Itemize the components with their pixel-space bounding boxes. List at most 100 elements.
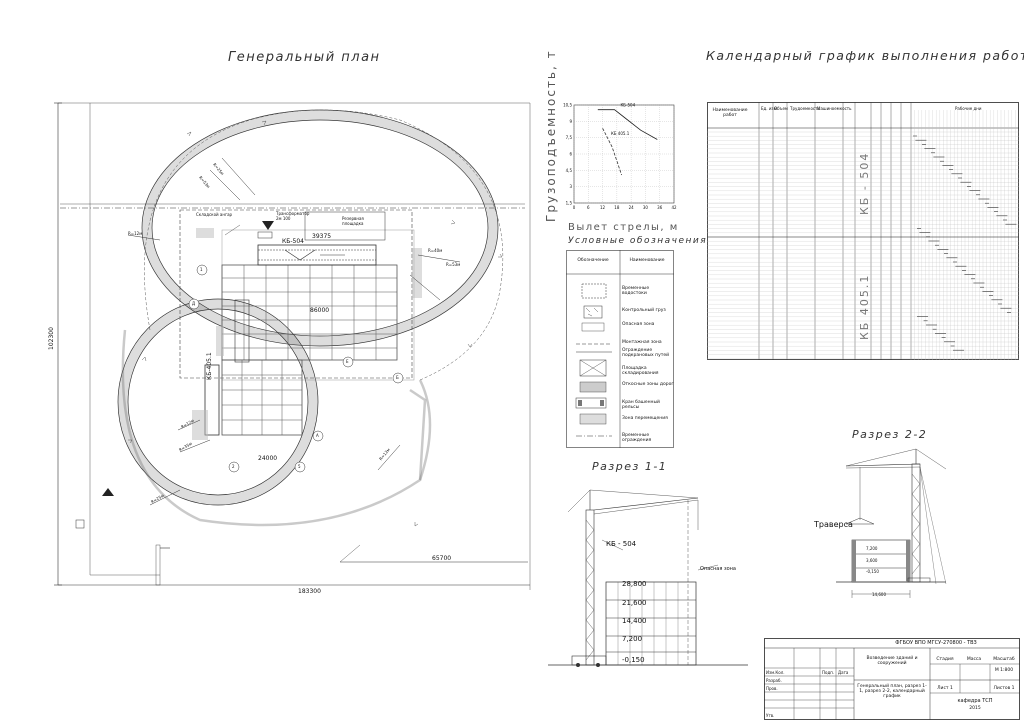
legend-item: Ограждение подкрановых путей — [622, 348, 670, 358]
chart-x-tick: 18 — [614, 205, 620, 210]
stamp-col-label: Подп. — [822, 670, 835, 675]
axis-label: 2 — [232, 464, 235, 469]
chart-y-tick: 4,5 — [566, 168, 573, 173]
legend-item: Опасная зона — [622, 322, 655, 327]
legend-item: Кран башенный рельсы — [622, 400, 660, 410]
chart-y-tick: 7,5 — [566, 135, 573, 140]
axis-label: А — [316, 433, 319, 438]
schedule-title: Календарный график выполнения работ — [706, 48, 1024, 63]
s22-level: 3,600 — [866, 558, 878, 563]
radius-label: R=40м — [428, 248, 443, 253]
load-chart: 0 6 12 18 24 30 36 42 10,5 9 7,5 6 4,5 3 1,5 КБ-504 КБ 4… — [563, 103, 677, 211]
legend-item: Временные ограждения — [622, 433, 652, 443]
stamp-col: Стадия — [936, 657, 954, 662]
stamp-col: Масса — [966, 657, 982, 662]
schedule-header: Наименование работ — [712, 108, 748, 118]
chart-y-tick: 10,5 — [563, 103, 572, 108]
stamp-sheets: Листов 1 — [993, 686, 1015, 691]
section22-drawing — [836, 448, 947, 598]
chart-y-tick: 3 — [569, 184, 572, 189]
schedule-header: Ед. изм. — [761, 106, 778, 111]
dim-building: 86000 — [310, 307, 330, 314]
crane-kb504-label: КБ-504 — [282, 238, 304, 245]
s11-level: -0,150 — [622, 656, 645, 664]
chart-x-tick: 42 — [671, 205, 677, 210]
s11-level: 14,400 — [622, 617, 647, 625]
axis-label: 5 — [298, 464, 301, 469]
dim-lower: 24000 — [258, 455, 278, 462]
chart-y-tick: 6 — [569, 152, 572, 157]
s11-level: 21,600 — [622, 599, 647, 607]
chart-x-tick: 30 — [643, 205, 649, 210]
section11-drawing — [548, 489, 748, 667]
legend-header-symbol: Обозначение — [577, 258, 609, 263]
axis-label: Е — [346, 359, 349, 364]
chart-x-tick: 6 — [587, 205, 590, 210]
legend-title: Условные обозначения — [568, 236, 708, 246]
stamp-col-label: Дата — [838, 670, 849, 675]
legend-item: Временные водостоки — [622, 286, 650, 296]
title-block — [764, 638, 1020, 720]
chart-x-tick: 12 — [600, 205, 606, 210]
s22-beam-label: Траверса — [814, 520, 853, 529]
axis-label: Д — [192, 301, 196, 306]
stamp-year: 2015 — [969, 706, 981, 711]
schedule-header: Машиноемкость — [817, 106, 852, 111]
s11-note: Опасная зона — [700, 566, 736, 572]
legend-item: Откосные зоны дорог — [622, 382, 674, 387]
chart-ylabel: Грузоподъемность, т — [544, 49, 558, 222]
stamp-row: Разраб. — [766, 678, 782, 683]
legend-table — [566, 250, 674, 448]
stamp-desc: Генеральный план, разрез 1-1, разрез 2-2… — [857, 684, 927, 699]
chart-y-tick: 9 — [569, 119, 572, 124]
axis-label: 1 — [200, 267, 203, 272]
stamp-org: Возведение зданий и сооружений — [866, 656, 918, 666]
stamp-scale: М 1:800 — [994, 668, 1014, 673]
stamp-row: Пров. — [766, 686, 778, 691]
dim-vertical: 102300 — [48, 327, 55, 350]
chart-xlabel: Вылет стрелы, м — [568, 222, 679, 233]
schedule-table — [707, 102, 1019, 360]
legend-header-name: Наименование — [629, 258, 665, 263]
dim-inner: 65700 — [432, 555, 452, 562]
stamp-row: Утв. — [766, 713, 775, 718]
storage-label: Резервная площадка — [342, 216, 364, 226]
chart-x-tick: 24 — [629, 205, 635, 210]
chart-series-label: КБ 405.1 — [611, 131, 630, 136]
s11-level: 28,800 — [622, 580, 647, 588]
s11-crane-label: КБ - 504 — [606, 540, 637, 548]
chart-x-tick: 36 — [657, 205, 663, 210]
general-plan-title: Генеральный план — [228, 50, 381, 65]
schedule-header: Объем — [774, 106, 788, 111]
stamp-dept: кафедра ТСП — [957, 698, 993, 704]
chart-x-tick: 0 — [573, 205, 576, 210]
s22-level: -0,150 — [866, 569, 879, 574]
transformer-label: Трансформатор 2м 100 — [276, 211, 310, 221]
legend-item: Контрольный груз — [622, 308, 666, 313]
legend-item: Зона перемещения — [622, 416, 668, 421]
dim-top: 39375 — [312, 233, 332, 240]
radius-label: R=53м — [446, 262, 461, 267]
s22-dim: 14,600 — [872, 592, 886, 597]
stamp-code: ФГБОУ ВПО МГСУ-270800 - ТВЗ — [895, 640, 977, 646]
axis-label: Б — [396, 375, 399, 380]
legend-item: Монтажная зона — [622, 340, 662, 345]
chart-series-line — [597, 109, 658, 140]
legend-item: Площадка складирования — [622, 366, 659, 376]
dim-total: 183300 — [298, 588, 321, 595]
schedule-header: Трудоемкость — [790, 106, 820, 111]
radius-label: R=12м — [128, 231, 143, 236]
chart-series-label: КБ-504 — [620, 103, 635, 108]
s22-level: 7,200 — [866, 546, 878, 551]
building-label: Складской ангар — [196, 212, 233, 217]
chart-series-line — [602, 128, 622, 176]
stamp-col: Масштаб — [993, 657, 1015, 662]
schedule-header: Рабочие дни — [955, 106, 982, 111]
chart-y-tick: 1,5 — [566, 201, 573, 206]
stamp-row: Изм.Кол. — [766, 670, 785, 675]
crane-label-kb504: КБ - 504 — [858, 151, 871, 215]
s11-level: 7,200 — [622, 635, 643, 643]
crane-kb405-label: КБ-405.1 — [206, 352, 213, 380]
